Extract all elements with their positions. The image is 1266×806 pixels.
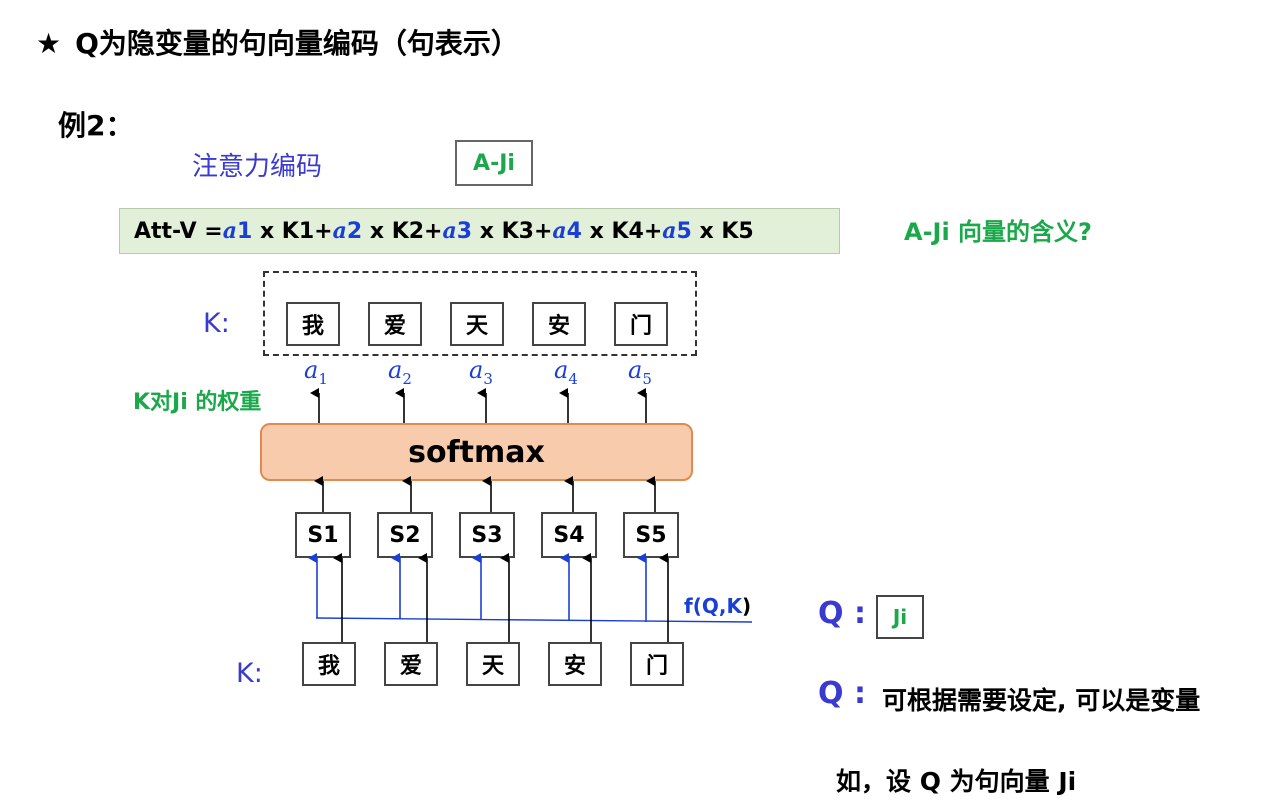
alpha-weight: a5 <box>628 356 652 388</box>
key-bottom-box: 我 <box>302 642 356 686</box>
formula-term: a2 x K2+ <box>333 218 443 244</box>
fqk-text: f(Q,K <box>684 594 742 618</box>
formula-alpha: a <box>222 218 237 244</box>
alpha-subscript: 5 <box>642 369 652 388</box>
k-label-top: K: <box>203 308 230 339</box>
formula-alpha-index: 5 <box>676 219 692 244</box>
slide-title: ★ Q为隐变量的句向量编码（句表示） <box>36 22 519 62</box>
key-top-box: 我 <box>286 302 340 346</box>
formula-term: a5 x K5 <box>662 218 753 244</box>
title-text: Q为隐变量的句向量编码（句表示） <box>75 27 519 60</box>
score-box: S5 <box>623 512 679 558</box>
q-description: 可根据需要设定, 可以是变量 <box>882 686 1201 715</box>
formula-alpha: a <box>332 218 347 244</box>
alpha-symbol: a <box>304 356 319 384</box>
ji-box: Ji <box>876 595 924 639</box>
formula-alpha: a <box>662 218 677 244</box>
keys-top-group <box>263 271 697 356</box>
alpha-weight: a1 <box>304 356 328 388</box>
k-label-bottom: K: <box>236 658 263 689</box>
formula-bar: Att-V = a1 x K1+ a2 x K2+ a3 x K3+ a4 x … <box>119 208 840 254</box>
alpha-symbol: a <box>469 356 484 384</box>
formula-term-rest: x K2+ <box>362 219 443 244</box>
alpha-symbol: a <box>388 356 403 384</box>
alpha-symbol: a <box>554 356 569 384</box>
softmax-box: softmax <box>260 423 693 481</box>
formula-alpha: a <box>442 218 457 244</box>
formula-alpha-index: 2 <box>346 219 363 244</box>
formula-term-rest: x K3+ <box>472 219 553 244</box>
formula-term: a1 x K1+ <box>223 218 333 244</box>
key-bottom-box: 门 <box>630 642 684 686</box>
formula-alpha-index: 1 <box>236 219 253 244</box>
formula-prefix: Att-V = <box>134 218 223 244</box>
fqk-close-paren: ) <box>741 594 752 618</box>
fqk-label: f(Q,K) <box>684 594 751 618</box>
formula-alpha: a <box>552 218 567 244</box>
key-top-box: 爱 <box>368 302 422 346</box>
weight-label: K对Ji 的权重 <box>133 390 262 415</box>
query-arrows <box>308 553 647 622</box>
alpha-weight: a2 <box>388 356 412 388</box>
aji-box: A-Ji <box>455 140 533 186</box>
softmax-output-arrows <box>310 388 647 423</box>
formula-alpha-index: 3 <box>456 219 473 244</box>
formula-term-rest: x K5 <box>691 219 754 244</box>
star-icon: ★ <box>36 27 62 60</box>
key-bottom-box: 安 <box>548 642 602 686</box>
score-box: S2 <box>377 512 433 558</box>
key-top-box: 门 <box>614 302 668 346</box>
formula-term: a3 x K3+ <box>443 218 553 244</box>
formula-term: a4 x K4+ <box>552 218 662 244</box>
alpha-weight: a3 <box>469 356 493 388</box>
q-label-2: Q : <box>818 676 866 711</box>
formula-alpha-index: 4 <box>566 219 582 244</box>
query-line <box>315 617 753 623</box>
alpha-subscript: 4 <box>568 369 578 388</box>
attention-label: 注意力编码 <box>192 152 323 182</box>
formula-term-rest: x K4+ <box>581 219 663 244</box>
example-label: 例2： <box>58 109 134 142</box>
key-top-box: 天 <box>450 302 504 346</box>
alpha-subscript: 3 <box>483 369 493 388</box>
key-bottom-box: 天 <box>466 642 520 686</box>
example-line: 如，设 Q 为句向量 Ji <box>836 767 1077 796</box>
score-to-softmax-arrows <box>314 476 656 512</box>
q-label: Q : <box>818 596 866 631</box>
key-top-box: 安 <box>532 302 586 346</box>
alpha-subscript: 2 <box>402 369 412 388</box>
alpha-symbol: a <box>628 356 643 384</box>
key-arrows <box>333 553 669 642</box>
formula-term-rest: x K1+ <box>252 219 333 244</box>
aji-question: A-Ji 向量的含义? <box>904 218 1092 246</box>
alpha-subscript: 1 <box>318 369 328 388</box>
score-box: S1 <box>295 512 351 558</box>
key-bottom-box: 爱 <box>384 642 438 686</box>
score-box: S3 <box>459 512 515 558</box>
score-box: S4 <box>541 512 597 558</box>
alpha-weight: a4 <box>554 356 578 388</box>
